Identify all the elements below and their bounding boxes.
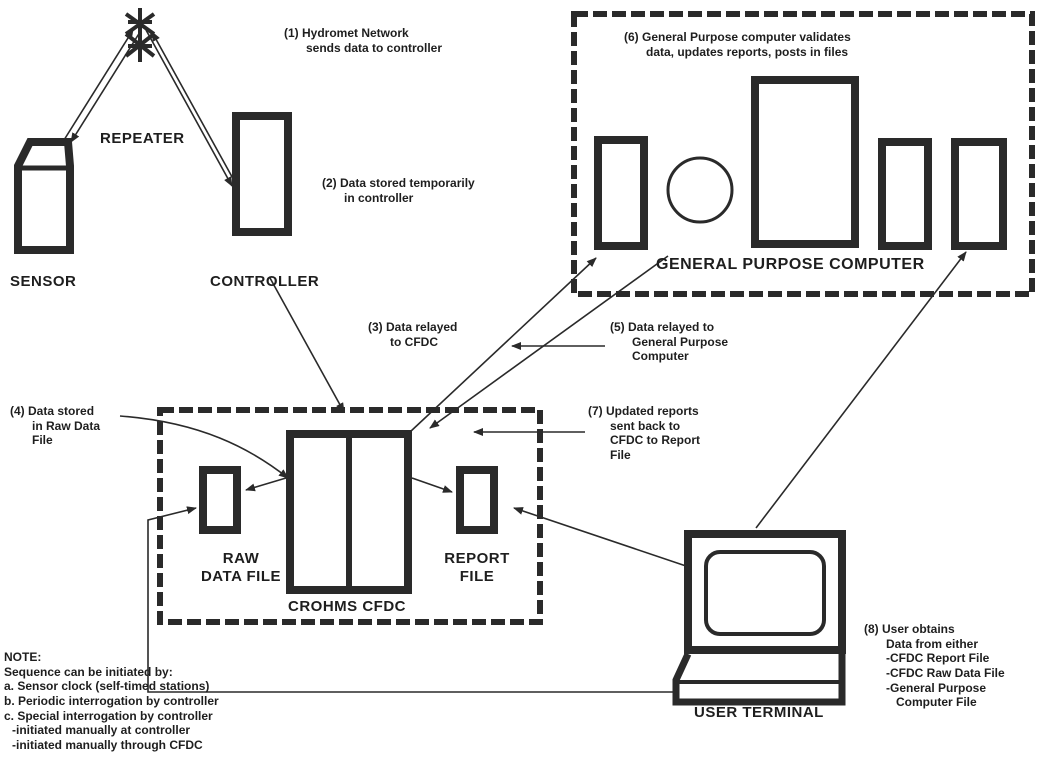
gpc-components: [598, 80, 1003, 246]
raw-data-file-icon: [203, 470, 237, 530]
sensor-icon: [18, 142, 70, 250]
step-7-text: (7) Updated reports sent back to CFDC to…: [588, 404, 700, 463]
report-file-icon: [460, 470, 494, 530]
step-5-text: (5) Data relayed to General Purpose Comp…: [610, 320, 728, 364]
step-6-text: (6) General Purpose computer validates d…: [624, 30, 851, 59]
step-4-text: (4) Data stored in Raw Data File: [10, 404, 100, 448]
sensor-label: SENSOR: [10, 273, 76, 291]
user-terminal-label: USER TERMINAL: [694, 704, 824, 722]
crohms-cfdc-label: CROHMS CFDC: [288, 598, 406, 616]
step-8-text: (8) User obtains Data from either -CFDC …: [864, 622, 1005, 710]
step-1-text: (1) Hydromet Network sends data to contr…: [284, 26, 442, 55]
controller-icon: [236, 116, 288, 232]
repeater-label: REPEATER: [100, 130, 185, 148]
raw-data-file-label: RAW DATA FILE: [196, 550, 286, 587]
report-file-label: REPORT FILE: [434, 550, 520, 587]
note-title: NOTE:: [4, 650, 219, 665]
step-3-text: (3) Data relayed to CFDC: [368, 320, 457, 349]
step-2-text: (2) Data stored temporarily in controlle…: [322, 176, 475, 205]
note-block: NOTE: Sequence can be initiated by: a. S…: [4, 650, 219, 752]
controller-label: CONTROLLER: [210, 273, 319, 291]
user-terminal-icon: [676, 534, 842, 702]
gpc-label: GENERAL PURPOSE COMPUTER: [656, 255, 925, 275]
